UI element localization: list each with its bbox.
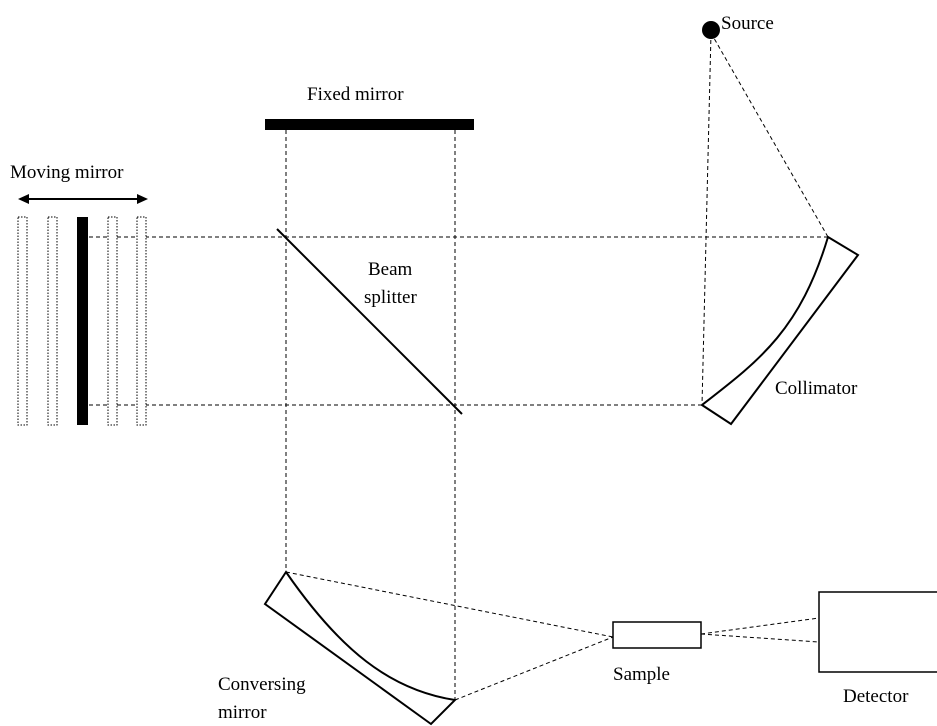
moving-mirror-ghost-1 <box>17 216 28 426</box>
beam-splitter-label-line2: splitter <box>364 287 417 308</box>
converging-mirror-label-line2: mirror <box>218 702 267 723</box>
source-label: Source <box>721 13 774 34</box>
collimator-mirror <box>700 235 860 426</box>
moving-mirror <box>77 217 88 425</box>
ray-converge-bottom <box>454 636 614 701</box>
moving-mirror-ghost-4 <box>136 216 147 426</box>
moving-mirror-ghost-3 <box>107 216 118 426</box>
sample-box <box>612 621 702 649</box>
beam-splitter-label-line1: Beam <box>368 259 413 280</box>
fixed-mirror <box>265 119 474 130</box>
ray-converge-top <box>285 571 614 638</box>
ray-source-to-collimator-top <box>710 32 829 238</box>
ray-source-to-collimator-bottom <box>701 32 712 406</box>
collimator-label: Collimator <box>775 378 858 399</box>
beam-splitter <box>276 228 463 415</box>
ray-sample-to-detector-top <box>700 617 820 635</box>
arrow-head-left <box>18 194 29 204</box>
arrow-head-right <box>137 194 148 204</box>
sample-label: Sample <box>613 664 670 685</box>
converging-mirror <box>263 570 458 726</box>
ray-sample-to-detector-bottom <box>700 633 820 643</box>
detector-label: Detector <box>843 686 909 707</box>
light-rays <box>84 32 829 701</box>
moving-mirror-label: Moving mirror <box>10 162 124 183</box>
converging-mirror-label-line1: Conversing <box>218 674 306 695</box>
source-dot <box>702 21 720 39</box>
moving-mirror-ghost-2 <box>47 216 58 426</box>
moving-mirror-assembly: Moving mirror <box>10 162 148 426</box>
detector-box <box>818 591 937 673</box>
fixed-mirror-label: Fixed mirror <box>307 84 404 105</box>
